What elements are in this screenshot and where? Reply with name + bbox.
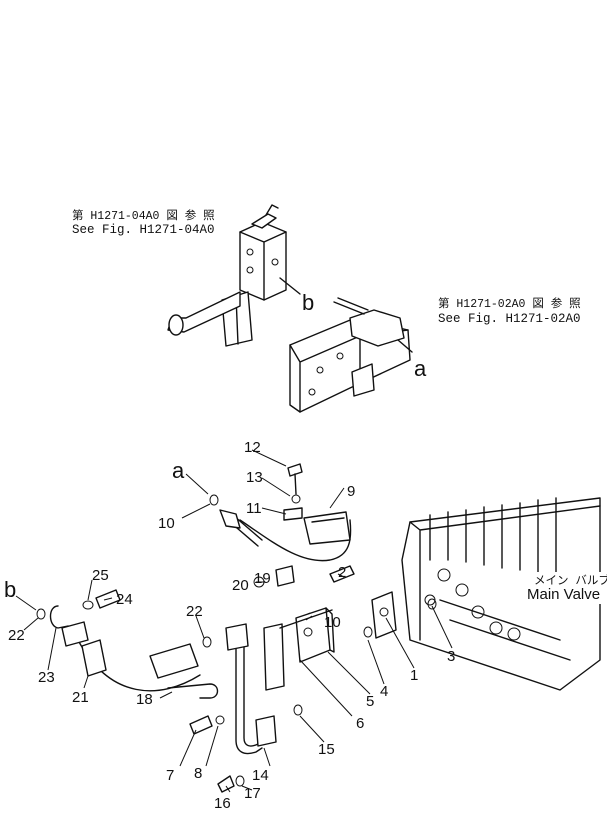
o-ring-22b (202, 636, 212, 648)
part-label-2: 2 (338, 564, 346, 581)
part-label-5: 5 (366, 693, 374, 710)
pipe-14 (225, 609, 333, 755)
part-label-11: 11 (246, 500, 262, 517)
bolt-7 (189, 715, 213, 735)
part-label-24: 24 (116, 591, 133, 608)
part-label-4: 4 (380, 683, 388, 700)
washer-13 (291, 494, 301, 504)
part-label-25: 25 (92, 567, 109, 584)
o-ring-10a (209, 494, 219, 506)
clamp-11 (283, 507, 303, 521)
hose-21 (61, 621, 201, 692)
part-label-17: 17 (244, 785, 261, 802)
part-label-18: 18 (136, 691, 153, 708)
part-label-22a: 22 (8, 627, 25, 644)
marker-b-upper: b (302, 290, 314, 315)
washer-8 (215, 715, 225, 725)
hose-9 (219, 509, 352, 562)
washer-25 (82, 600, 94, 610)
main-valve-jp: メイン バルブ (534, 573, 607, 588)
part-label-14: 14 (252, 767, 269, 784)
part-label-15: 15 (318, 741, 335, 758)
part-label-19: 19 (254, 570, 271, 587)
main-valve-label-bg (518, 572, 604, 604)
part-label-13: 13 (246, 469, 263, 486)
marker-a-lower: a (172, 458, 185, 483)
ref-right-jp: 第 H1271-02A0 図 参 照 (438, 296, 581, 311)
bolt-16 (217, 775, 235, 793)
clamp-18 (167, 683, 219, 699)
part-label-8: 8 (194, 765, 202, 782)
o-ring-3 (427, 598, 437, 610)
pilot-valve-b-assembly (167, 204, 301, 347)
part-label-12: 12 (244, 439, 261, 456)
flange-1 (371, 591, 397, 639)
bolt-12 (287, 463, 303, 477)
part-label-22b: 22 (186, 603, 203, 620)
o-ring-4 (363, 626, 373, 638)
part-label-23: 23 (38, 669, 55, 686)
main-valve (401, 497, 601, 691)
part-label-10b: 10 (324, 614, 341, 631)
nut-19 (275, 565, 295, 587)
washer-17 (235, 775, 245, 787)
part-label-1: 1 (410, 667, 418, 684)
o-ring-15 (293, 704, 303, 716)
part-label-7: 7 (166, 767, 174, 784)
clamp-23 (49, 605, 69, 629)
part-label-16: 16 (214, 795, 231, 812)
pilot-valve-a-assembly (289, 297, 413, 413)
o-ring-22a (36, 608, 46, 620)
part-label-20: 20 (232, 577, 249, 594)
bolt-2 (329, 565, 355, 583)
marker-a-upper: a (414, 356, 427, 381)
part-label-3: 3 (447, 648, 455, 665)
ref-top-en: See Fig. H1271-04A0 (72, 223, 215, 237)
ref-top-jp: 第 H1271-04A0 図 参 照 (72, 208, 215, 223)
main-valve-en: Main Valve (527, 586, 600, 603)
part-label-21: 21 (72, 689, 89, 706)
part-label-9: 9 (347, 483, 355, 500)
marker-b-lower: b (4, 577, 16, 602)
part-label-10a: 10 (158, 515, 175, 532)
ref-right-en: See Fig. H1271-02A0 (438, 312, 581, 326)
part-label-6: 6 (356, 715, 364, 732)
